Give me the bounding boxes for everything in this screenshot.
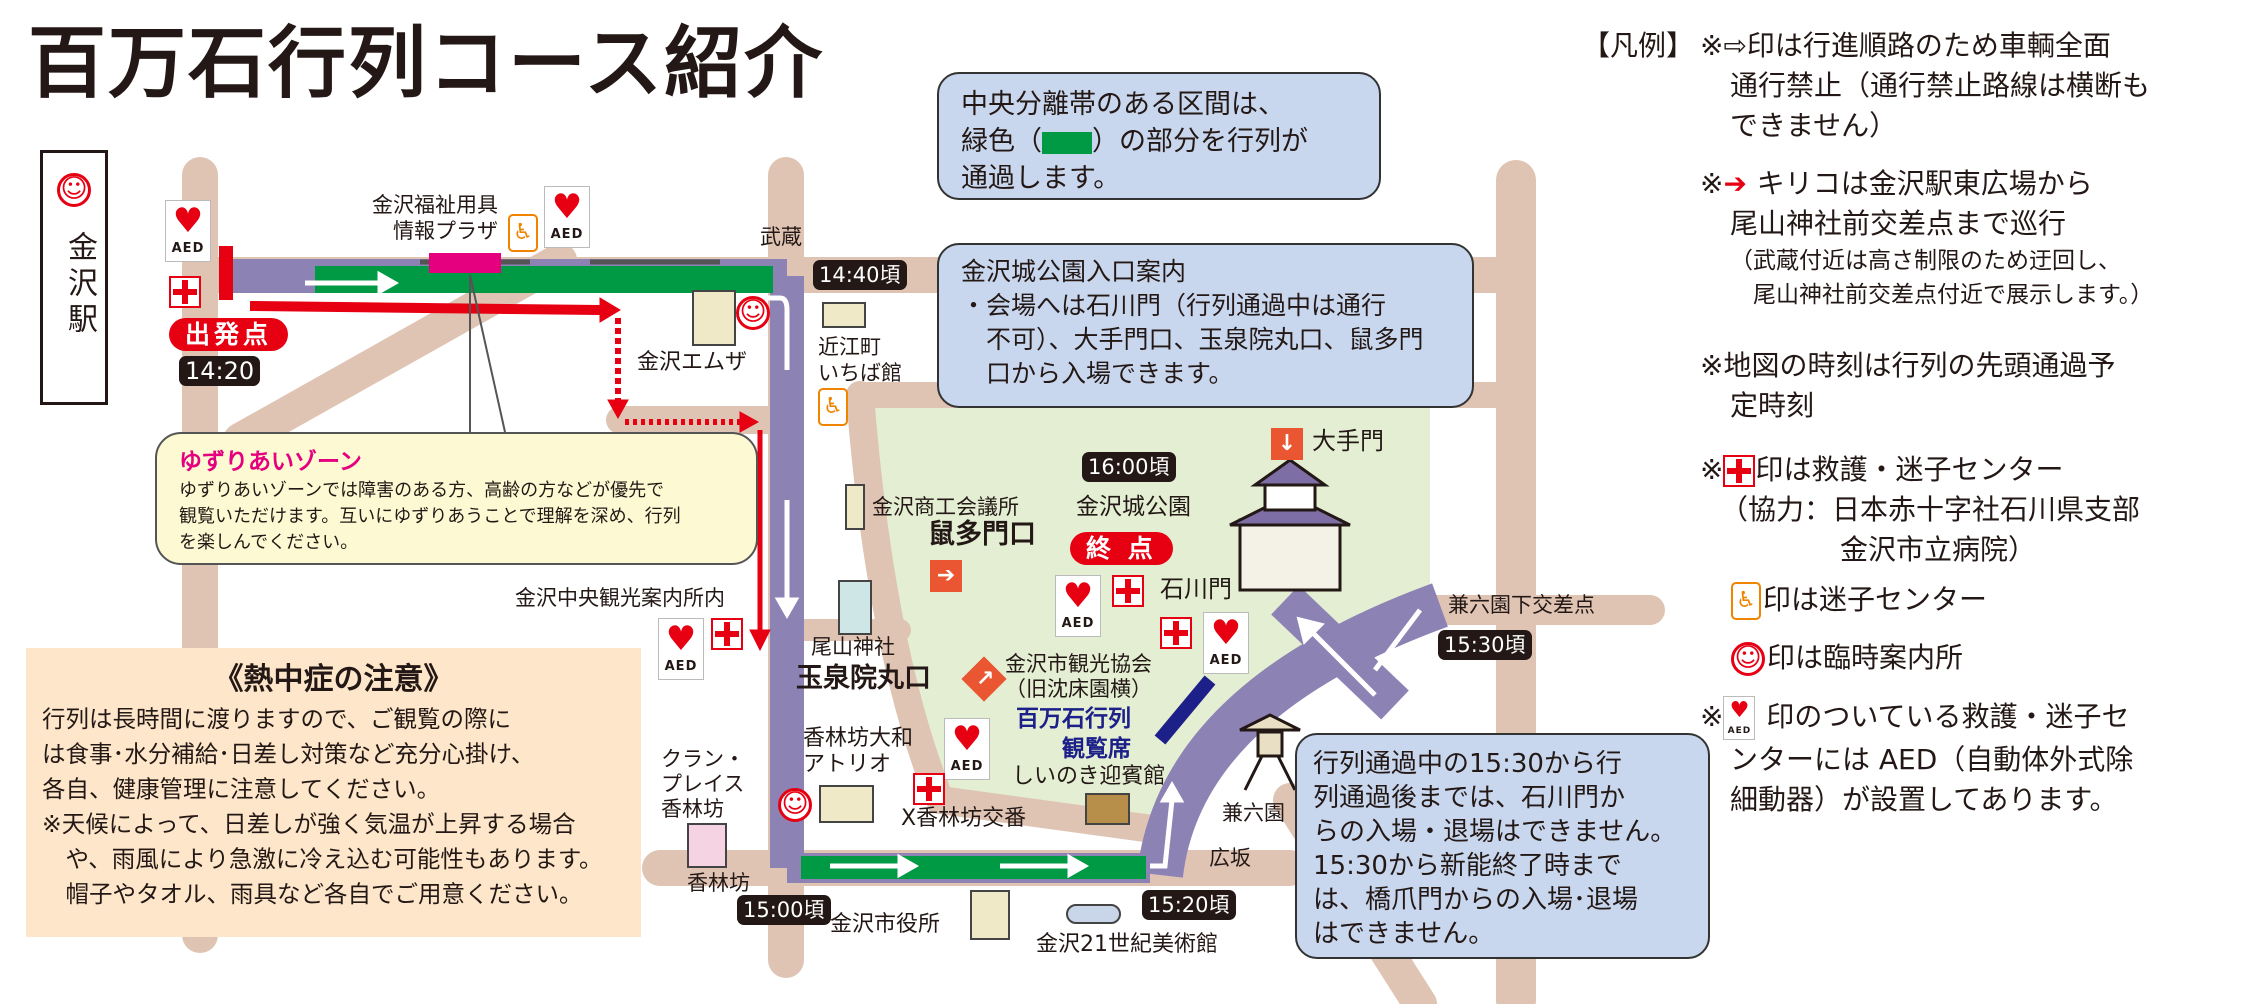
red-cross-icon: [1112, 575, 1144, 607]
museum-icon: [1066, 904, 1121, 924]
fukushi-plaza-marker: [429, 253, 501, 273]
smiley-info-icon: ☺: [1731, 642, 1765, 676]
label-koban: X香林坊交番: [901, 806, 1027, 831]
start-time: 14:20: [179, 356, 261, 386]
label-ishikawamon: 石川門: [1160, 575, 1232, 603]
aed-heart-icon: ♥AED: [658, 618, 704, 680]
red-cross-icon: [1723, 455, 1756, 487]
building-icon: [819, 785, 874, 823]
aed-heart-icon: ♥AED: [544, 186, 590, 248]
label-hirosaka: 広坂: [1209, 846, 1251, 870]
label-nezumitamon: 鼠多門口: [928, 519, 1036, 550]
shrine-icon: [838, 580, 872, 635]
label-fukushi-plaza: 金沢福祉用具情報プラザ: [372, 193, 498, 243]
red-cross-icon: [1160, 617, 1192, 649]
castle-illustration: [1229, 458, 1351, 592]
label-city-hall: 金沢市役所: [830, 912, 941, 937]
kanazawa-station: ☺ 金沢駅: [40, 150, 108, 405]
aed-heart-icon: ♥AED: [944, 718, 990, 780]
start-red-bar: [219, 246, 233, 300]
label-musashi: 武蔵: [760, 225, 802, 249]
label-chuo-info: 金沢中央観光案内所内: [515, 586, 725, 610]
station-name: 金沢駅: [62, 231, 97, 339]
note-ishikawamon: 行列通過中の15:30から行列通過後までは、石川門からの入場・退場はできません。…: [1295, 733, 1710, 959]
time-musashi: 14:40頃: [813, 260, 907, 290]
building-icon: [822, 302, 866, 328]
label-kenrokuen-shita: 兼六園下交差点: [1448, 593, 1595, 617]
label-curan-place: クラン・プレイス香林坊: [661, 747, 745, 821]
time-hirosaka: 15:20頃: [1142, 890, 1236, 920]
label-otemon: 大手門: [1312, 427, 1384, 455]
red-arrow-icon: ➔: [1723, 167, 1757, 200]
red-cross-icon: [169, 276, 201, 308]
note-park-entry: 金沢城公園入口案内・会場へは石川門（行列通過中は通行 不可）、大手門口、玉泉院丸…: [937, 243, 1474, 408]
legend-item-first-aid: ※印は救護・迷子センター （協力：日本赤十字社石川県支部金沢市立病院）: [1700, 453, 2141, 566]
building-icon: [692, 290, 736, 346]
smiley-info-icon: ☺: [736, 296, 770, 330]
smiley-info-icon: ☺: [57, 173, 91, 207]
label-omicho: 近江町いちば館: [818, 335, 902, 385]
kiriko-route: [249, 297, 771, 652]
label-gyokusenin: 玉泉院丸口: [796, 663, 931, 694]
legend-item-info: ☺印は臨時案内所: [1731, 638, 1963, 678]
lost-child-center-icon: ♿: [1731, 582, 1761, 620]
legend-item-aed: ※♥AED 印のついている救護・迷子セ ンターには AED（自動体外式除細動器）…: [1700, 696, 2134, 816]
aed-heart-icon: ♥AED: [1723, 696, 1756, 740]
label-korinbo: 香林坊: [687, 871, 750, 895]
legend-item-no-traffic: ※⇨印は行進順路のため車輌全面通行禁止（通行禁止路線は横断もできません）: [1700, 29, 2151, 142]
legend-heading: 【凡例】: [1582, 29, 1695, 62]
building-icon: [1085, 793, 1130, 825]
viewing-seats-bar: [1154, 675, 1216, 745]
building-icon: [687, 823, 727, 868]
label-shiinoki: しいのき迎賓館: [1012, 764, 1166, 789]
note-median: 中央分離帯のある区間は、 緑色（）の部分を行列が 通過します。: [937, 72, 1381, 200]
entrance-arrow-icon: ↓: [1271, 428, 1303, 460]
aed-heart-icon: ♥AED: [1203, 612, 1249, 674]
start-label: 出発点: [169, 318, 289, 351]
direction-arrows: [305, 270, 1422, 879]
time-kenrokuen: 15:30頃: [1438, 630, 1532, 660]
legend-item-times: ※地図の時刻は行列の先頭通過予定時刻: [1700, 349, 2116, 422]
smiley-info-icon: ☺: [778, 788, 812, 822]
aed-heart-icon: ♥AED: [1055, 575, 1101, 637]
label-tourism-association: 金沢市観光協会（旧沈床園横）: [1005, 652, 1152, 701]
label-daiwa: 香林坊大和アトリオ: [803, 726, 914, 777]
building-icon: [845, 484, 865, 530]
label-mza: 金沢エムザ: [637, 350, 748, 375]
lantern-illustration: [1239, 713, 1301, 791]
entrance-arrow-icon: ➔: [930, 560, 962, 592]
page-title: 百万石行列コース紹介: [28, 19, 825, 109]
label-castle-park: 金沢城公園: [1076, 494, 1191, 520]
aed-heart-icon: ♥AED: [165, 200, 211, 262]
end-label: 終 点: [1070, 532, 1173, 565]
green-swatch: [1042, 131, 1092, 154]
red-cross-icon: [913, 773, 945, 805]
median-green-bottom: [801, 856, 1146, 879]
time-korinbo: 15:00頃: [737, 895, 831, 925]
label-viewing-seats: 百万石行列観覧席: [1016, 706, 1131, 762]
red-cross-icon: [711, 618, 743, 650]
label-kenrokuen: 兼六園: [1222, 801, 1285, 825]
label-oyama-shrine: 尾山神社: [811, 635, 895, 659]
heatstroke-warning-box: 《熱中症の注意》 行列は長時間に渡りますので、ご観覧の際には食事･水分補給･日差…: [26, 648, 641, 937]
legend-item-kiriko: ※➔ キリコは金沢駅東広場から 尾山神社前交差点まで巡行 （武蔵付近は高さ制限の…: [1700, 167, 2154, 308]
legend-item-lost-child: ♿印は迷子センター: [1731, 580, 1987, 620]
yuzuri-zone-box: ゆずりあいゾーン ゆずりあいゾーンでは障害のある方、高齢の方などが優先で観覧いた…: [155, 432, 758, 565]
lost-child-center-icon: ♿: [818, 388, 848, 426]
label-chamber-commerce: 金沢商工会議所: [872, 495, 1019, 519]
building-icon: [970, 890, 1010, 940]
label-21st-museum: 金沢21世紀美術館: [1036, 932, 1218, 957]
lost-child-center-icon: ♿: [508, 214, 538, 252]
time-castle: 16:00頃: [1082, 452, 1176, 482]
